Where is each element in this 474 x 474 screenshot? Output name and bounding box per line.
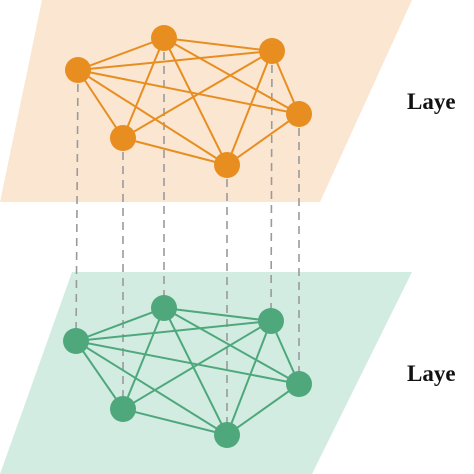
node-top-a	[65, 57, 91, 83]
edge-top-b-d	[122, 37, 165, 139]
edge-top-d-f	[122, 137, 228, 166]
edge-top-b-e	[163, 37, 300, 115]
edge-bottom-d-f	[122, 408, 228, 436]
edge-top-a-b	[77, 37, 165, 71]
interlayer-link-c	[270, 50, 273, 322]
edge-bottom-c-f	[226, 320, 272, 436]
interlayer-link-a	[75, 69, 79, 342]
edge-top-c-d	[122, 50, 273, 139]
layer-planes	[0, 0, 412, 474]
edge-bottom-a-b	[75, 307, 165, 342]
layer-plane-bottom	[0, 272, 412, 474]
network-nodes	[63, 25, 312, 448]
edge-bottom-b-f	[163, 307, 228, 436]
node-bottom-d	[110, 396, 136, 422]
node-top-b	[151, 25, 177, 51]
layer-label-top: Laye	[407, 89, 456, 114]
node-bottom-b	[151, 295, 177, 321]
node-bottom-c	[258, 308, 284, 334]
edge-top-a-e	[77, 69, 300, 115]
node-top-f	[214, 152, 240, 178]
edge-bottom-b-e	[163, 307, 300, 385]
edge-top-b-c	[163, 37, 273, 52]
layer-label-bottom: Laye	[407, 361, 456, 386]
layer-plane-top	[0, 0, 412, 202]
node-bottom-f	[214, 422, 240, 448]
edge-top-b-f	[163, 37, 228, 166]
edge-top-a-f	[77, 69, 228, 166]
node-bottom-a	[63, 328, 89, 354]
edge-top-e-f	[226, 113, 300, 166]
edge-bottom-b-d	[122, 307, 165, 410]
node-top-c	[259, 38, 285, 64]
edge-bottom-a-c	[75, 320, 272, 342]
node-top-d	[110, 125, 136, 151]
edge-top-a-d	[77, 69, 124, 139]
edge-bottom-a-e	[75, 340, 300, 385]
edge-bottom-a-d	[75, 340, 124, 410]
edge-bottom-a-f	[75, 340, 228, 436]
node-bottom-e	[286, 371, 312, 397]
interlayer-links	[75, 38, 300, 435]
node-top-e	[286, 101, 312, 127]
edge-top-c-f	[226, 50, 273, 166]
edge-bottom-b-c	[163, 307, 272, 322]
network-edges	[75, 37, 300, 436]
edge-bottom-e-f	[226, 383, 300, 436]
edge-bottom-c-d	[122, 320, 272, 410]
